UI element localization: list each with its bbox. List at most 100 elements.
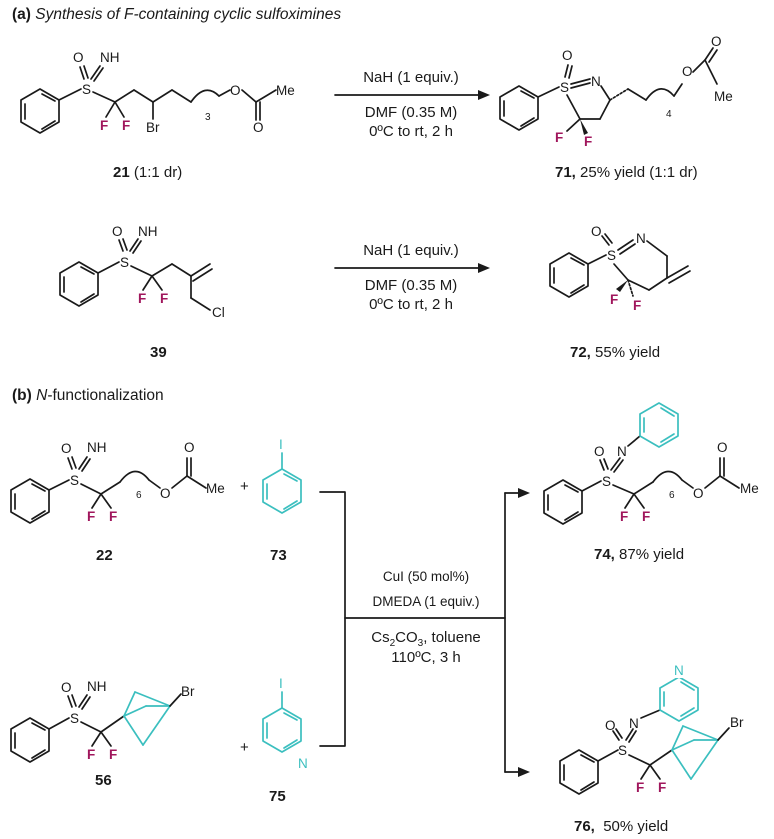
- repeat-count: 4: [666, 109, 672, 120]
- imine-nh: NH: [87, 679, 107, 694]
- arrowhead: [518, 767, 530, 777]
- fluorine-atom: F: [109, 747, 117, 762]
- reagent-label: NaH (1 equiv.): [363, 242, 459, 259]
- reagent-label: NaH (1 equiv.): [363, 69, 459, 86]
- temperature-label: 0ºC to rt, 2 h: [369, 123, 453, 140]
- compound-21-structure: S O NH F F Br 3 O O Me: [20, 50, 295, 135]
- oxygen-atom: O: [184, 440, 195, 455]
- compound-74-label: 74, 87% yield: [594, 546, 684, 563]
- n-aryl-ring: [639, 402, 679, 448]
- repeat-count: 6: [669, 490, 675, 501]
- nitrogen-atom: N: [629, 716, 639, 731]
- oxygen-atom: O: [562, 48, 573, 63]
- fluorine-atom: F: [620, 509, 628, 524]
- oxygen-atom: O: [230, 83, 241, 98]
- compound-21-label: 21 (1:1 dr): [113, 164, 182, 181]
- phenyl-ring-22: [10, 478, 50, 524]
- plus-sign: +: [240, 478, 249, 495]
- arrowhead: [478, 90, 490, 100]
- fluorine-atom: F: [87, 747, 95, 762]
- sulfur-atom: S: [602, 474, 611, 489]
- imine-nh: NH: [138, 224, 158, 239]
- imine-nh: NH: [87, 440, 107, 455]
- section-a-heading: (a) Synthesis of F-containing cyclic sul…: [12, 6, 341, 23]
- oxygen-atom: O: [591, 224, 602, 239]
- fluorine-atom: F: [610, 292, 618, 307]
- temperature-label: 0ºC to rt, 2 h: [369, 296, 453, 313]
- oxygen-atom: O: [693, 486, 704, 501]
- fluorine-atom: F: [636, 780, 644, 795]
- fluorine-atom: F: [100, 118, 108, 133]
- compound-56-structure: S O NH F F Br: [10, 679, 195, 763]
- fluorine-atom: F: [658, 780, 666, 795]
- iodobenzene-ring: [262, 468, 302, 514]
- chlorine-atom: Cl: [212, 305, 225, 320]
- ligand-label: DMEDA (1 equiv.): [372, 594, 479, 609]
- fluorine-atom: F: [633, 298, 641, 313]
- oxygen-atom: O: [73, 50, 84, 65]
- compound-22-structure: S O NH F F 6 O O Me: [10, 440, 225, 524]
- oxygen-atom: O: [61, 441, 72, 456]
- compound-39-label: 39: [150, 344, 167, 361]
- iodine-atom: I: [279, 437, 283, 452]
- fluorine-atom: F: [122, 118, 130, 133]
- methyl-group: Me: [740, 481, 759, 496]
- compound-71-structure: O S N F F 4 O O Me: [499, 34, 733, 149]
- phenyl-ring-56: [10, 717, 50, 763]
- pyridine-ring: [262, 707, 302, 753]
- repeat-count: 6: [136, 490, 142, 501]
- fluorine-atom: F: [87, 509, 95, 524]
- phenyl-ring-74: [543, 479, 583, 525]
- oxygen-atom: O: [112, 224, 123, 239]
- fluorine-atom: F: [138, 291, 146, 306]
- sulfur-atom: S: [560, 80, 569, 95]
- oxygen-atom: O: [594, 444, 605, 459]
- compound-74-structure: S O N F F 6 O O Me: [543, 402, 759, 525]
- sulfur-atom: S: [618, 743, 627, 758]
- compound-39-structure: S O NH F F Cl: [59, 224, 225, 320]
- arrowhead: [518, 488, 530, 498]
- oxygen-atom: O: [253, 120, 264, 135]
- compound-71-label: 71, 25% yield (1:1 dr): [555, 164, 698, 181]
- phenyl-ring-76: [559, 749, 599, 795]
- compound-73-label: 73: [270, 547, 287, 564]
- bromine-atom: Br: [181, 684, 195, 699]
- oxygen-atom: O: [682, 64, 693, 79]
- methyl-group: Me: [714, 89, 733, 104]
- compound-22-label: 22: [96, 547, 113, 564]
- compound-72-label: 72, 55% yield: [570, 344, 660, 361]
- fluorine-atom: F: [109, 509, 117, 524]
- compound-75-label: 75: [269, 788, 286, 805]
- phenyl-ring-39: [59, 261, 99, 307]
- pyridine-nitrogen: N: [674, 663, 684, 678]
- oxygen-atom: O: [61, 680, 72, 695]
- phenyl-ring-21: [20, 88, 60, 134]
- compound-73-structure: I: [262, 437, 302, 514]
- solvent-label: DMF (0.35 M): [365, 277, 458, 294]
- fluorine-atom: F: [584, 134, 592, 149]
- fluorine-atom: F: [555, 130, 563, 145]
- pyridine-nitrogen: N: [298, 756, 308, 771]
- compound-76-structure: S O N N F F Br: [559, 663, 744, 795]
- oxygen-atom: O: [160, 486, 171, 501]
- compound-56-label: 56: [95, 772, 112, 789]
- methyl-group: Me: [206, 481, 225, 496]
- catalyst-label: CuI (50 mol%): [383, 569, 469, 584]
- sulfur-atom: S: [120, 255, 129, 270]
- bromine-atom: Br: [146, 120, 160, 135]
- sulfur-atom: S: [70, 473, 79, 488]
- phenyl-ring-72: [549, 252, 589, 298]
- section-b-heading: (b) N-functionalization: [12, 387, 164, 404]
- phenyl-ring-71: [499, 85, 539, 131]
- arrowhead: [478, 263, 490, 273]
- repeat-count: 3: [205, 112, 211, 123]
- reactant-bracket: [319, 491, 346, 747]
- base-solvent-label: Cs2CO3, toluene: [371, 629, 481, 649]
- compound-72-structure: O S N F F: [549, 224, 691, 313]
- compound-76-label: 76, 50% yield: [574, 818, 668, 835]
- sulfur-atom: S: [70, 711, 79, 726]
- temperature-label: 110ºC, 3 h: [391, 649, 460, 666]
- compound-75-structure: I N: [262, 676, 310, 771]
- methyl-group: Me: [276, 83, 295, 98]
